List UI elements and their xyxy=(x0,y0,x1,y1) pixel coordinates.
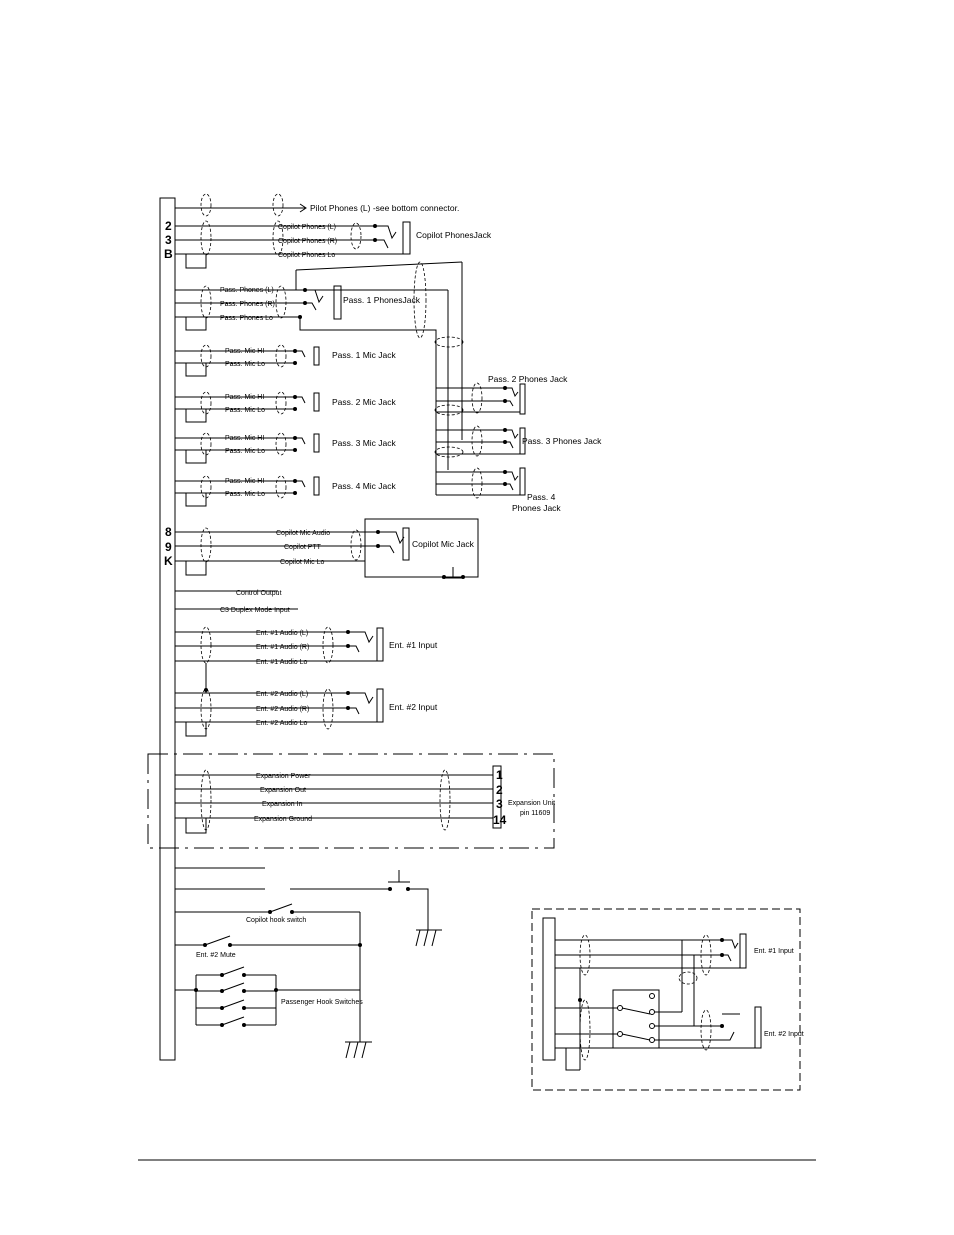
svg-text:Pass. 4 Mic Jack: Pass. 4 Mic Jack xyxy=(332,481,397,491)
svg-text:Ent. #2 Input: Ent. #2 Input xyxy=(764,1031,804,1038)
copilot-phones-jack-label: Copilot PhonesJack xyxy=(416,230,492,240)
svg-text:Ent. #2 Mute: Ent. #2 Mute xyxy=(196,952,236,959)
pass3-phones-jack: Pass. 3 Phones Jack xyxy=(436,425,602,457)
svg-text:Expansion Out: Expansion Out xyxy=(260,787,306,794)
svg-text:Ent. #2 Audio (R): Ent. #2 Audio (R) xyxy=(256,706,309,713)
inset-diagram: Ent. #1 Input Ent. #2 Input xyxy=(542,917,804,1071)
pass4-phones-jack: Pass. 4 Phones Jack xyxy=(436,467,561,513)
svg-text:Pass. Phones Lo: Pass. Phones Lo xyxy=(220,315,273,322)
svg-text:Pass. 4: Pass. 4 xyxy=(527,492,556,502)
svg-text:Copilot Phones Lo: Copilot Phones Lo xyxy=(278,252,335,259)
svg-text:Ent. #2 Audio Lo: Ent. #2 Audio Lo xyxy=(256,720,307,727)
expansion-unit: 1 2 3 14 Expansion Power Expansion Out E… xyxy=(175,765,555,834)
svg-text:Pass. Mic HI: Pass. Mic HI xyxy=(225,435,264,442)
svg-text:pin 11609: pin 11609 xyxy=(520,810,550,817)
svg-text:Copilot Phones (R): Copilot Phones (R) xyxy=(278,238,337,245)
svg-text:Pass. Mic Lo: Pass. Mic Lo xyxy=(225,491,265,498)
passenger-hook-switches: Passenger Hook Switches xyxy=(175,966,363,1027)
svg-text:Copilot Mic Lo: Copilot Mic Lo xyxy=(280,559,324,566)
svg-text:2: 2 xyxy=(496,783,503,797)
pin-3: 3 xyxy=(165,233,172,247)
pass1-phones-jack-label: Pass. 1 PhonesJack xyxy=(343,295,421,305)
svg-text:Copilot Mic Audio: Copilot Mic Audio xyxy=(276,530,330,537)
svg-text:Pass. 1 Mic Jack: Pass. 1 Mic Jack xyxy=(332,350,397,360)
svg-text:Pass. 2 Mic Jack: Pass. 2 Mic Jack xyxy=(332,397,397,407)
svg-text:Expansion Unit: Expansion Unit xyxy=(508,800,555,807)
pin-8: 8 xyxy=(165,525,172,539)
svg-text:Pass. Mic Lo: Pass. Mic Lo xyxy=(225,407,265,414)
svg-text:Ent. #2 Audio (L): Ent. #2 Audio (L) xyxy=(256,691,308,698)
pin-2: 2 xyxy=(165,219,172,233)
pass2-phones-jack: Pass. 2 Phones Jack xyxy=(436,374,568,415)
svg-text:Pass. 3 Phones Jack: Pass. 3 Phones Jack xyxy=(522,436,602,446)
svg-text:14: 14 xyxy=(493,813,507,827)
svg-text:Pass. Mic HI: Pass. Mic HI xyxy=(225,394,264,401)
ent1-input: Ent. #1 Audio (L) Ent. #1 Audio (R) Ent.… xyxy=(175,626,438,666)
svg-text:Control Output: Control Output xyxy=(236,590,282,597)
svg-text:Ent. #1 Input: Ent. #1 Input xyxy=(754,948,794,955)
pass4-mic-jack: Pass. Mic HI Pass. Mic Lo Pass. 4 Mic Ja… xyxy=(175,475,397,507)
expansion-box xyxy=(147,753,555,849)
svg-text:Copilot Phones (L): Copilot Phones (L) xyxy=(278,224,336,231)
svg-text:Pass. Mic Lo: Pass. Mic Lo xyxy=(225,448,265,455)
svg-text:Ent. #2 Input: Ent. #2 Input xyxy=(389,702,438,712)
svg-text:Pass. Phones (L): Pass. Phones (L) xyxy=(220,287,274,294)
svg-text:Expansion Power: Expansion Power xyxy=(256,773,311,780)
svg-text:Pass. Mic Lo: Pass. Mic Lo xyxy=(225,361,265,368)
svg-text:Phones Jack: Phones Jack xyxy=(512,503,561,513)
svg-text:Ent. #1 Audio Lo: Ent. #1 Audio Lo xyxy=(256,659,307,666)
copilot-mic-jack-label: Copilot Mic Jack xyxy=(412,539,475,549)
svg-text:Pass. Mic HI: Pass. Mic HI xyxy=(225,478,264,485)
svg-text:Expansion Ground: Expansion Ground xyxy=(254,816,312,823)
svg-text:Ent. #1 Audio (R): Ent. #1 Audio (R) xyxy=(256,644,309,651)
pin-k: K xyxy=(164,554,173,568)
svg-text:Ent. #1 Input: Ent. #1 Input xyxy=(389,640,438,650)
svg-text:Pass. Mic HI: Pass. Mic HI xyxy=(225,348,264,355)
pass3-mic-jack: Pass. Mic HI Pass. Mic Lo Pass. 3 Mic Ja… xyxy=(175,432,397,464)
pin-9: 9 xyxy=(165,540,172,554)
pin-b: B xyxy=(164,247,173,261)
svg-text:Pass. 3 Mic Jack: Pass. 3 Mic Jack xyxy=(332,438,397,448)
pass2-mic-jack: Pass. Mic HI Pass. Mic Lo Pass. 2 Mic Ja… xyxy=(175,391,397,423)
pass1-mic-jack: Pass. Mic HI Pass. Mic Lo Pass. 1 Mic Ja… xyxy=(175,344,397,377)
svg-text:Pass. Phones (R): Pass. Phones (R) xyxy=(220,301,275,308)
ent2-input: Ent. #2 Audio (L) Ent. #2 Audio (R) Ent.… xyxy=(175,688,438,737)
svg-text:Passenger Hook Switches: Passenger Hook Switches xyxy=(281,999,363,1006)
svg-text:3: 3 xyxy=(496,797,503,811)
inset-box xyxy=(531,908,801,1091)
svg-text:Ent. #1 Audio (L): Ent. #1 Audio (L) xyxy=(256,630,308,637)
svg-text:Copilot PTT: Copilot PTT xyxy=(284,544,322,551)
pilot-phones-label: Pilot Phones (L) -see bottom connector. xyxy=(310,203,459,213)
svg-text:Expansion In: Expansion In xyxy=(262,801,303,808)
svg-text:C3 Duplex Mode Input: C3 Duplex Mode Input xyxy=(220,607,290,614)
svg-text:Pass. 2 Phones Jack: Pass. 2 Phones Jack xyxy=(488,374,568,384)
main-connector xyxy=(159,197,176,1061)
svg-text:Copilot hook switch: Copilot hook switch xyxy=(246,917,306,924)
svg-text:1: 1 xyxy=(496,768,503,782)
